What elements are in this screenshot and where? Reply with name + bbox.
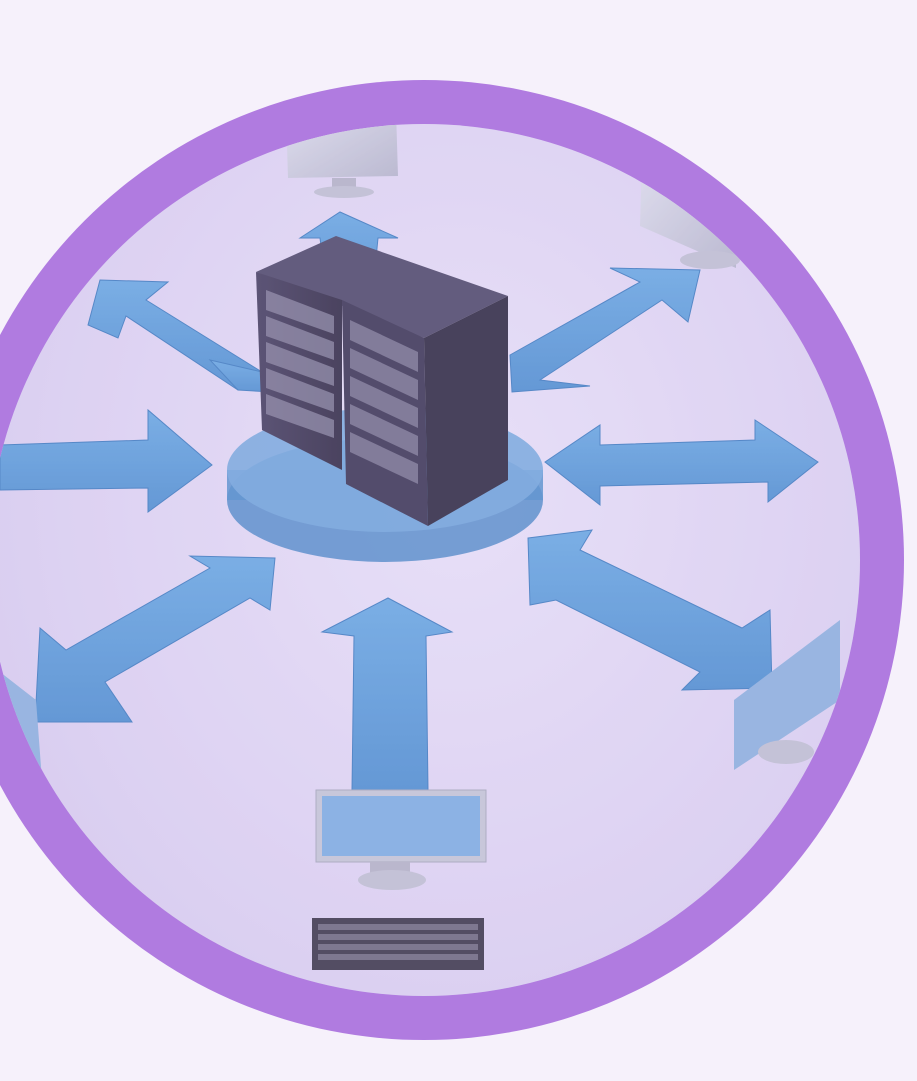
arrow-left <box>0 408 213 513</box>
monitors <box>0 124 840 970</box>
monitor-bottom <box>312 789 487 970</box>
arrow-right <box>544 419 819 507</box>
arrow-upper-right <box>509 267 701 393</box>
drive-bays-left <box>266 290 334 438</box>
arrows <box>0 211 819 791</box>
monitor-right-lower <box>734 620 840 770</box>
server-rack <box>256 236 508 526</box>
server-side <box>424 296 508 526</box>
drive-bays-right <box>350 320 418 484</box>
keyboard <box>312 918 484 970</box>
arrow-down <box>320 597 454 791</box>
server-top <box>256 236 508 338</box>
